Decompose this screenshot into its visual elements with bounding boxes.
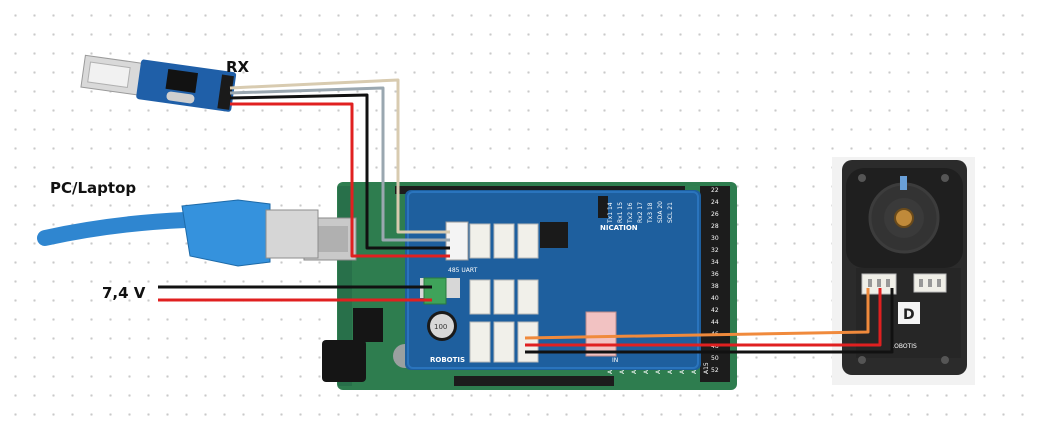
servo-label-box: [898, 302, 920, 324]
pc-laptop-label: PC/Laptop: [50, 179, 136, 197]
usb-b-plug: [265, 209, 319, 259]
servo-screw-4: [941, 356, 949, 364]
right-pin-number: 36: [711, 271, 719, 278]
capacitor-text: 100: [434, 323, 447, 331]
power-terminal: [423, 277, 447, 305]
servo-screw-2: [941, 174, 949, 182]
usb-cable-wire: [37, 212, 193, 246]
shield-border: [407, 191, 699, 369]
capacitor-top: [430, 314, 454, 338]
right-pin-number: 32: [711, 247, 719, 254]
in-label: IN: [612, 357, 618, 364]
usb-cable-boot: [181, 199, 271, 267]
top-pin-label: Rx1 15: [617, 202, 624, 223]
usb-ttl-adapter: [80, 54, 237, 112]
right-pin-number: 22: [711, 187, 719, 194]
right-pin-header: [700, 186, 730, 382]
regulator-chip: [353, 308, 383, 342]
right-pin-number: 42: [711, 307, 719, 314]
shield-ic: [540, 222, 568, 248]
adapter-pin-header: [217, 74, 234, 110]
shield-ttl-connector: [585, 311, 617, 357]
rx-label: RX: [226, 58, 250, 76]
right-pin-number: 30: [711, 235, 719, 242]
servo-label: D: [903, 307, 915, 323]
wire-orange-data: [524, 288, 870, 340]
right-pin-number: 40: [711, 295, 719, 302]
right-pin-number: 52: [711, 367, 719, 374]
wire-black-servo: [525, 288, 894, 354]
top-pin-label: Rx2 17: [637, 202, 644, 223]
right-pin-number: 38: [711, 283, 719, 290]
comm-pin-header: [598, 196, 608, 218]
top-pin-label: SDA 20: [657, 201, 664, 223]
wire-beige-rx: [229, 78, 450, 234]
top-pin-label: SCL 21: [667, 202, 674, 223]
servo-brand-text: ROBOTIS: [890, 343, 917, 350]
wire-black-gnd: [229, 93, 450, 250]
servo-screw-1: [858, 174, 866, 182]
adapter-usb-plug-inner: [87, 61, 131, 89]
usb-cable: [37, 199, 319, 267]
servo-motor: D ROBOTIS: [832, 157, 975, 385]
rs485-label: 485 UART: [448, 267, 478, 274]
servo-output-shaft: [894, 208, 914, 228]
right-pin-number: 28: [711, 223, 719, 230]
right-pin-number: 34: [711, 259, 719, 266]
right-pin-number: 50: [711, 355, 719, 362]
power-label: 7,4 V: [102, 284, 146, 302]
shield-brand-text: ROBOTIS: [430, 356, 465, 364]
dc-power-jack: [322, 340, 366, 382]
communication-label: NICATION: [600, 224, 638, 232]
right-pin-number: 24: [711, 199, 719, 206]
bottom-pin-header: [454, 376, 614, 386]
wire-gray-tx: [229, 86, 450, 242]
adapter-crystal: [166, 91, 195, 104]
servo-screw-3: [858, 356, 866, 364]
servo-indicator: [900, 176, 907, 190]
bottom-pin-label: A15: [703, 362, 710, 374]
adapter-chip: [165, 69, 199, 93]
servo-connector-pins: [868, 279, 941, 287]
right-pin-number: 44: [711, 319, 719, 326]
right-pin-number: 26: [711, 211, 719, 218]
wire-red-servo: [525, 288, 882, 347]
wires: [158, 78, 894, 354]
top-pin-label: Tx1 14: [607, 202, 614, 224]
wire-red-vcc: [230, 102, 450, 258]
top-pin-label: Tx3 18: [647, 202, 654, 224]
top-pin-label: Tx2 16: [627, 202, 634, 224]
